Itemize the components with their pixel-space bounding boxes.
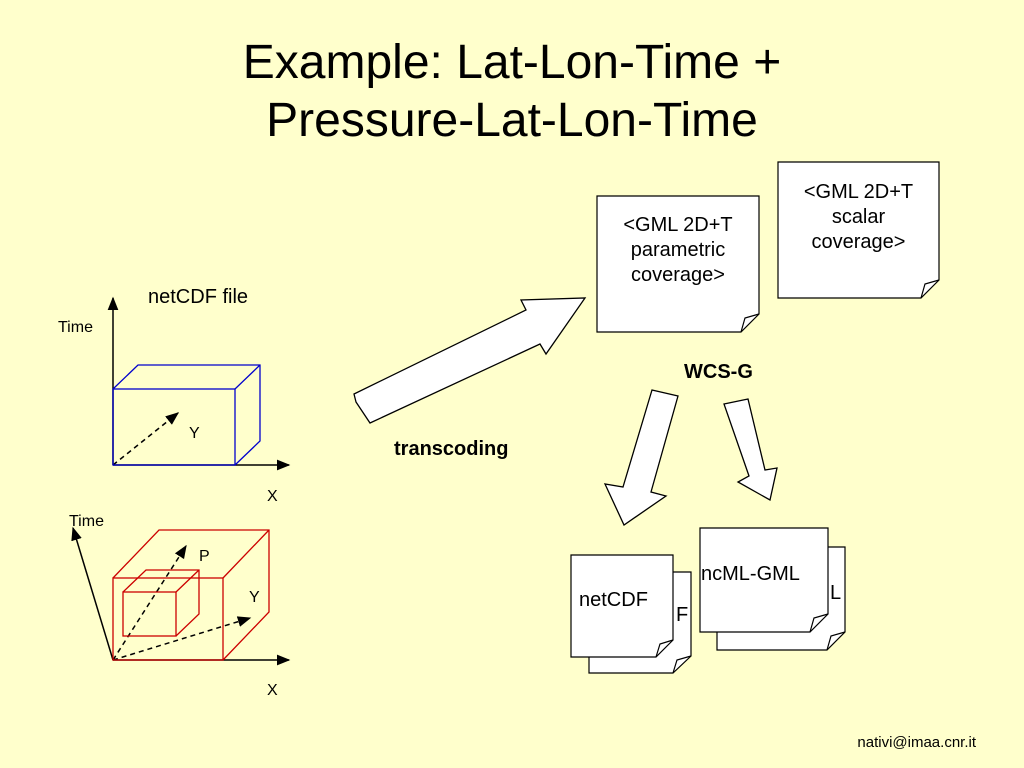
note-parametric-line-3: coverage> <box>631 264 725 286</box>
cube2-p-axis <box>112 544 187 661</box>
slide-title: Example: Lat-Lon-Time + Pressure-Lat-Lon… <box>0 34 1024 150</box>
note-parametric-coverage: <GML 2D+T parametric coverage> <box>600 213 756 288</box>
cube2-y-label: Y <box>249 589 260 606</box>
note-parametric-line-2: parametric <box>630 239 726 261</box>
cube2-y-axis <box>112 616 252 661</box>
cube2-inner-box <box>122 569 200 637</box>
cube1-y-label: Y <box>189 425 200 442</box>
cube2-time-label: Time <box>69 513 104 530</box>
note-scalar-line-3: coverage> <box>811 231 906 253</box>
output-ncml-label: ncML-GML <box>701 563 800 585</box>
output-netcdf-back-label: F <box>676 604 689 626</box>
cube2-p-label: P <box>199 548 210 565</box>
cube2-time-axis <box>71 526 114 661</box>
title-line-2: Pressure-Lat-Lon-Time <box>266 94 758 147</box>
note-scalar-line-1: <GML 2D+T <box>803 181 914 203</box>
cube1-x-label: X <box>267 488 278 505</box>
transcoding-label: transcoding <box>394 438 509 460</box>
wcs-arrow-right <box>723 398 778 501</box>
cube1-axes <box>107 296 291 471</box>
note-scalar-coverage: <GML 2D+T scalar coverage> <box>780 180 937 255</box>
cube2-outer-box <box>112 529 270 661</box>
output-netcdf-label: netCDF <box>579 589 648 611</box>
netcdf-file-label: netCDF file <box>148 286 249 308</box>
cube1-time-label: Time <box>58 319 93 336</box>
cube1-box <box>112 364 261 466</box>
note-scalar-line-2: scalar <box>831 206 886 228</box>
cube1-y-axis <box>112 412 180 466</box>
title-line-1: Example: Lat-Lon-Time + <box>242 36 782 89</box>
footer-email: nativi@imaa.cnr.it <box>857 734 976 751</box>
output-netcdf-shapes <box>570 554 692 674</box>
transcoding-arrow <box>353 297 587 424</box>
output-ncml-shapes <box>699 527 846 651</box>
wcs-g-label: WCS-G <box>684 361 753 383</box>
note-parametric-line-1: <GML 2D+T <box>623 214 733 236</box>
cube2-x-label: X <box>267 682 278 699</box>
note-parametric-shape <box>596 195 760 333</box>
wcs-arrow-left <box>603 389 679 526</box>
note-scalar-shape <box>777 161 940 299</box>
output-ncml-back-label: L <box>830 582 842 604</box>
